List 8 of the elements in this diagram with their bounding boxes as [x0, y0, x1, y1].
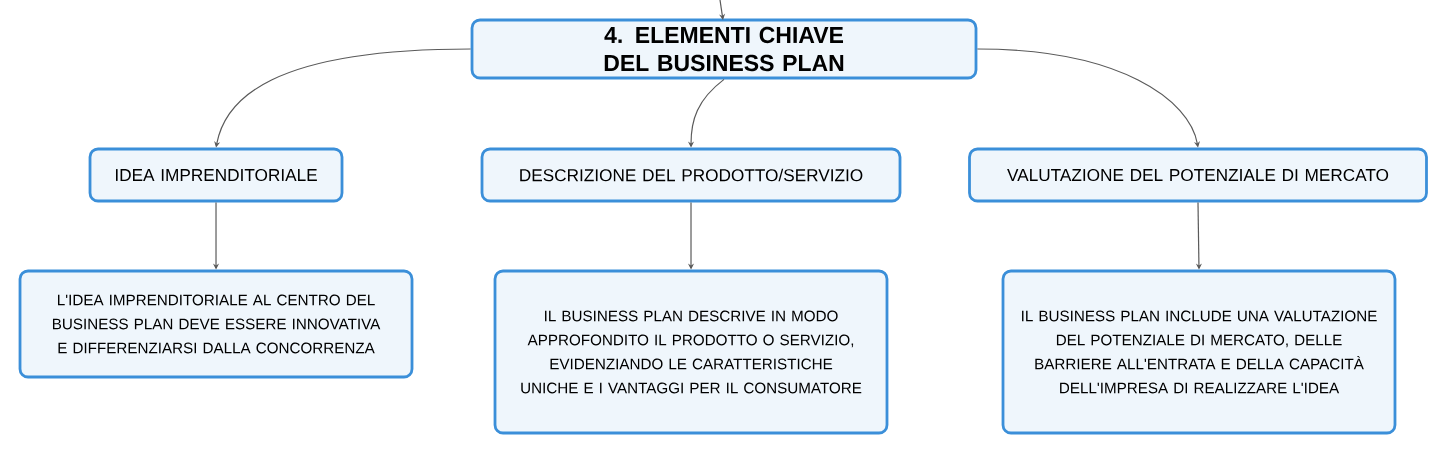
topic-box: VALUTAZIONE DEL POTENZIALE DI MERCATO	[968, 147, 1428, 203]
description-box: L'IDEA IMPRENDITORIALE AL CENTRO DEL BUSINESS PLAN DEVE ESSERE INNOVATIVA E DIFFERENZIARSI DALLA CONCORRENZA	[18, 269, 414, 379]
connector-arrow	[719, 0, 726, 20]
topic-box: DESCRIZIONE DEL PRODOTTO/SERVIZIO	[480, 147, 902, 203]
description-box: IL BUSINESS PLAN DESCRIVE IN MODO APPROFONDITO IL PRODOTTO O SERVIZIO, EVIDENZIANDO LE CARATTERISTICHE UNICHE E I VANTAGGI PER IL CONSUMATORE	[493, 269, 889, 435]
title-box: 4. ELEMENTI CHIAVE DEL BUSINESS PLAN	[470, 18, 978, 80]
topic-box: IDEA IMPRENDITORIALE	[88, 147, 344, 203]
description-box: IL BUSINESS PLAN INCLUDE UNA VALUTAZIONE DEL POTENZIALE DI MERCATO, DELLE BARRIERE ALL'ENTRATA E DELLA CAPACITÀ DELL'IMPRESA DI REALIZZARE L'IDEA	[1001, 269, 1397, 435]
